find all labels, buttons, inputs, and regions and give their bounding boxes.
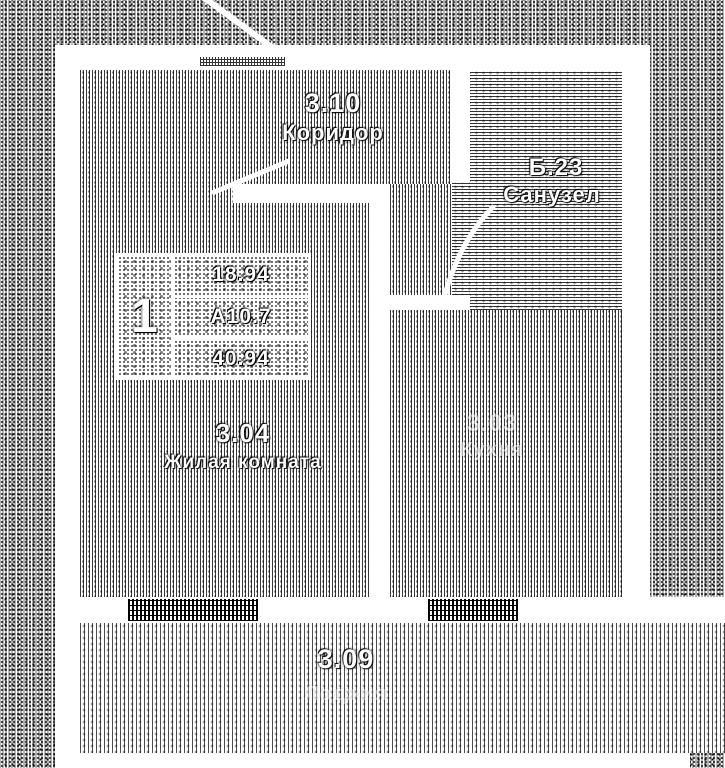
kitchen-number: 3.03 [466, 410, 518, 437]
loggia-area [80, 623, 725, 753]
stamp-row-separator [174, 295, 308, 298]
wall-bathroom-stub [452, 70, 470, 182]
window-symbol-right [426, 597, 520, 623]
wall-right [622, 45, 650, 605]
wall-room-divider [370, 184, 390, 604]
living-room-area [80, 184, 370, 597]
kitchen-name: Кухня [460, 439, 524, 461]
wall-corridor-inner [233, 184, 390, 203]
wall-bathroom-bottom [390, 295, 470, 310]
apartment-stamp: 1 18.94 А10.7 40.94 [115, 253, 311, 380]
living-room-name: Жилая комната [164, 452, 322, 473]
corridor-name: Коридор [282, 120, 384, 145]
loggia-name: Лоджия [304, 683, 388, 705]
wall-top [55, 45, 650, 70]
wall-left [55, 45, 80, 768]
living-room-number: 3.04 [215, 418, 271, 448]
corridor-number: 3.10 [304, 88, 362, 118]
stamp-area-row: А10.7 [210, 305, 272, 328]
leader-line-top [202, 0, 275, 51]
stamp-divider [171, 256, 174, 377]
stamp-room-count: 1 [131, 290, 158, 343]
window-symbol-left [126, 597, 260, 623]
bathroom-name: Санузел [503, 182, 601, 207]
wall-loggia-bottom [80, 753, 690, 768]
loggia-number: 3.09 [317, 644, 375, 674]
stamp-row-separator [174, 337, 308, 340]
stamp-area-row: 40.94 [212, 347, 270, 370]
wall-annotation-illegible [200, 57, 285, 66]
corridor-area [80, 70, 452, 184]
stamp-area-row: 18.94 [212, 263, 270, 286]
bathroom-number: Б.23 [528, 154, 584, 181]
